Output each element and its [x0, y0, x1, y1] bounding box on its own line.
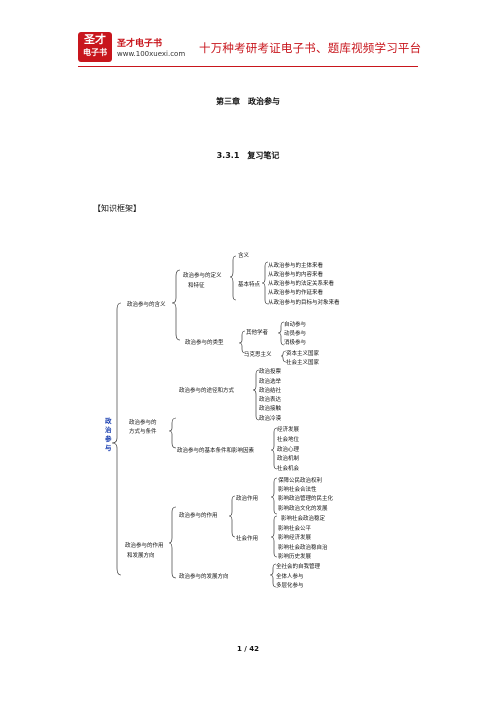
branch-1-label: 政治参与的含义: [127, 300, 166, 308]
branch-2-brace: [168, 417, 177, 449]
chapter-title: 第三章 政治参与: [216, 97, 280, 106]
b3-political-4: 影响政治文化的发展: [278, 504, 328, 512]
b3-direction-3: 多层化参与: [276, 581, 304, 589]
b2-way-1: 政治投票: [259, 367, 282, 375]
header-slogan: 十万种考研考证电子书、题库视频学习平台: [199, 41, 422, 55]
b3-roles-brace: [228, 495, 236, 538]
b2-factor-2: 社会地位: [277, 435, 300, 443]
b3-political: 政治作用: [236, 494, 258, 502]
b1-feature-5: 从政治参与的目标与对象来看: [268, 298, 340, 306]
root-char-4: 与: [105, 443, 112, 452]
b1-feature-2: 从政治参与的内容来看: [268, 270, 324, 278]
b3-social-brace: [270, 515, 278, 558]
b1-definition-line1: 政治参与的定义: [183, 271, 222, 279]
b2-factor-3: 政治心理: [277, 445, 300, 453]
b2-factors-brace: [270, 427, 278, 470]
b3-social: 社会作用: [236, 534, 258, 542]
header-divider: [78, 66, 418, 67]
branch-1-brace: [171, 269, 181, 341]
b3-direction: 政治参与的发展方向: [179, 572, 229, 580]
b2-way-2: 政治选举: [259, 377, 282, 385]
b2-factor-1: 经济发展: [277, 425, 300, 433]
b3-political-1: 保障公民政治权利: [278, 476, 322, 484]
branch-2-label-line2: 方式与条件: [129, 427, 157, 435]
b1-types: 政治参与的类型: [185, 338, 224, 346]
b1-meaning: 含义: [238, 251, 250, 259]
b1-features: 基本特点: [238, 280, 261, 288]
root-char-1: 政: [105, 416, 112, 425]
b3-direction-brace: [269, 563, 277, 588]
branch-3-label-line2: 和发展方向: [127, 551, 155, 559]
b2-ways: 政治参与的途径和方式: [179, 386, 235, 394]
branch-3-brace: [168, 506, 177, 579]
b1-types-marx-2: 社会主义国家: [286, 358, 320, 366]
b1-definition-brace: [229, 255, 237, 301]
b1-types-other-brace: [277, 321, 285, 346]
branch-3-label-line1: 政治参与的作用: [125, 541, 164, 549]
page-number: 1 / 42: [236, 645, 260, 653]
b3-social-2: 影响社会公平: [278, 524, 312, 532]
logo-text-line2: 电子书: [83, 48, 107, 57]
b3-social-5: 影响历史发展: [278, 552, 312, 560]
b1-feature-1: 从政治参与的主体来看: [268, 261, 324, 269]
brand-name: 圣才电子书: [117, 39, 163, 49]
b1-types-other-3: 消极参与: [284, 338, 306, 346]
b1-types-other-2: 动员参与: [284, 329, 306, 337]
section-title: 3.3.1 复习笔记: [216, 151, 280, 160]
logo-text-line1: 圣才: [84, 33, 106, 46]
b1-types-other: 其他学者: [246, 328, 269, 336]
b3-political-3: 影响政治管理的民主化: [278, 494, 334, 502]
branch-2-label-line1: 政治参与的: [129, 418, 157, 426]
b3-social-4: 影响社会政治稳自治: [278, 543, 328, 551]
b3-social-3: 影响经济发展: [278, 533, 312, 541]
b3-political-brace: [270, 477, 278, 515]
b2-factor-5: 社会机会: [277, 464, 300, 472]
root-brace: [111, 302, 122, 576]
b2-factors: 政治参与的基本条件和影响因素: [177, 446, 255, 454]
brand-logo: 圣才 电子书: [78, 32, 112, 62]
b1-features-brace: [261, 261, 269, 305]
b3-social-1: 影响社会政治稳定: [281, 514, 326, 522]
b1-definition-line2: 和特征: [188, 281, 205, 289]
b3-direction-2: 全体人参与: [276, 572, 304, 580]
b1-feature-3: 从政治参与的法定关系来看: [268, 279, 335, 287]
b2-way-6: 政治冷漠: [259, 414, 282, 422]
b2-way-4: 政治表达: [259, 395, 282, 403]
knowledge-frame-heading: 【知识框架】: [93, 204, 141, 213]
b1-types-marx: 马克思主义: [244, 350, 272, 358]
b2-way-3: 政治结社: [259, 386, 282, 394]
brand-url[interactable]: www.100xuexi.com: [117, 50, 186, 58]
root-char-3: 参: [105, 434, 112, 443]
b1-types-marx-brace: [280, 350, 287, 363]
b3-political-2: 影响社会合法性: [278, 485, 317, 493]
b1-types-other-1: 自动参与: [284, 320, 306, 328]
b1-types-brace: [238, 330, 246, 354]
b1-feature-4: 从政治参与的作延来看: [268, 288, 324, 296]
b3-direction-1: 全社会的自我管理: [276, 562, 321, 570]
b1-types-marx-1: 资本主义国家: [286, 349, 320, 357]
root-char-2: 治: [105, 425, 112, 434]
b3-roles: 政治参与的作用: [179, 511, 218, 519]
b2-way-5: 政治接触: [259, 404, 282, 412]
b2-ways-brace: [252, 369, 260, 421]
b2-factor-4: 政治机制: [277, 454, 300, 462]
